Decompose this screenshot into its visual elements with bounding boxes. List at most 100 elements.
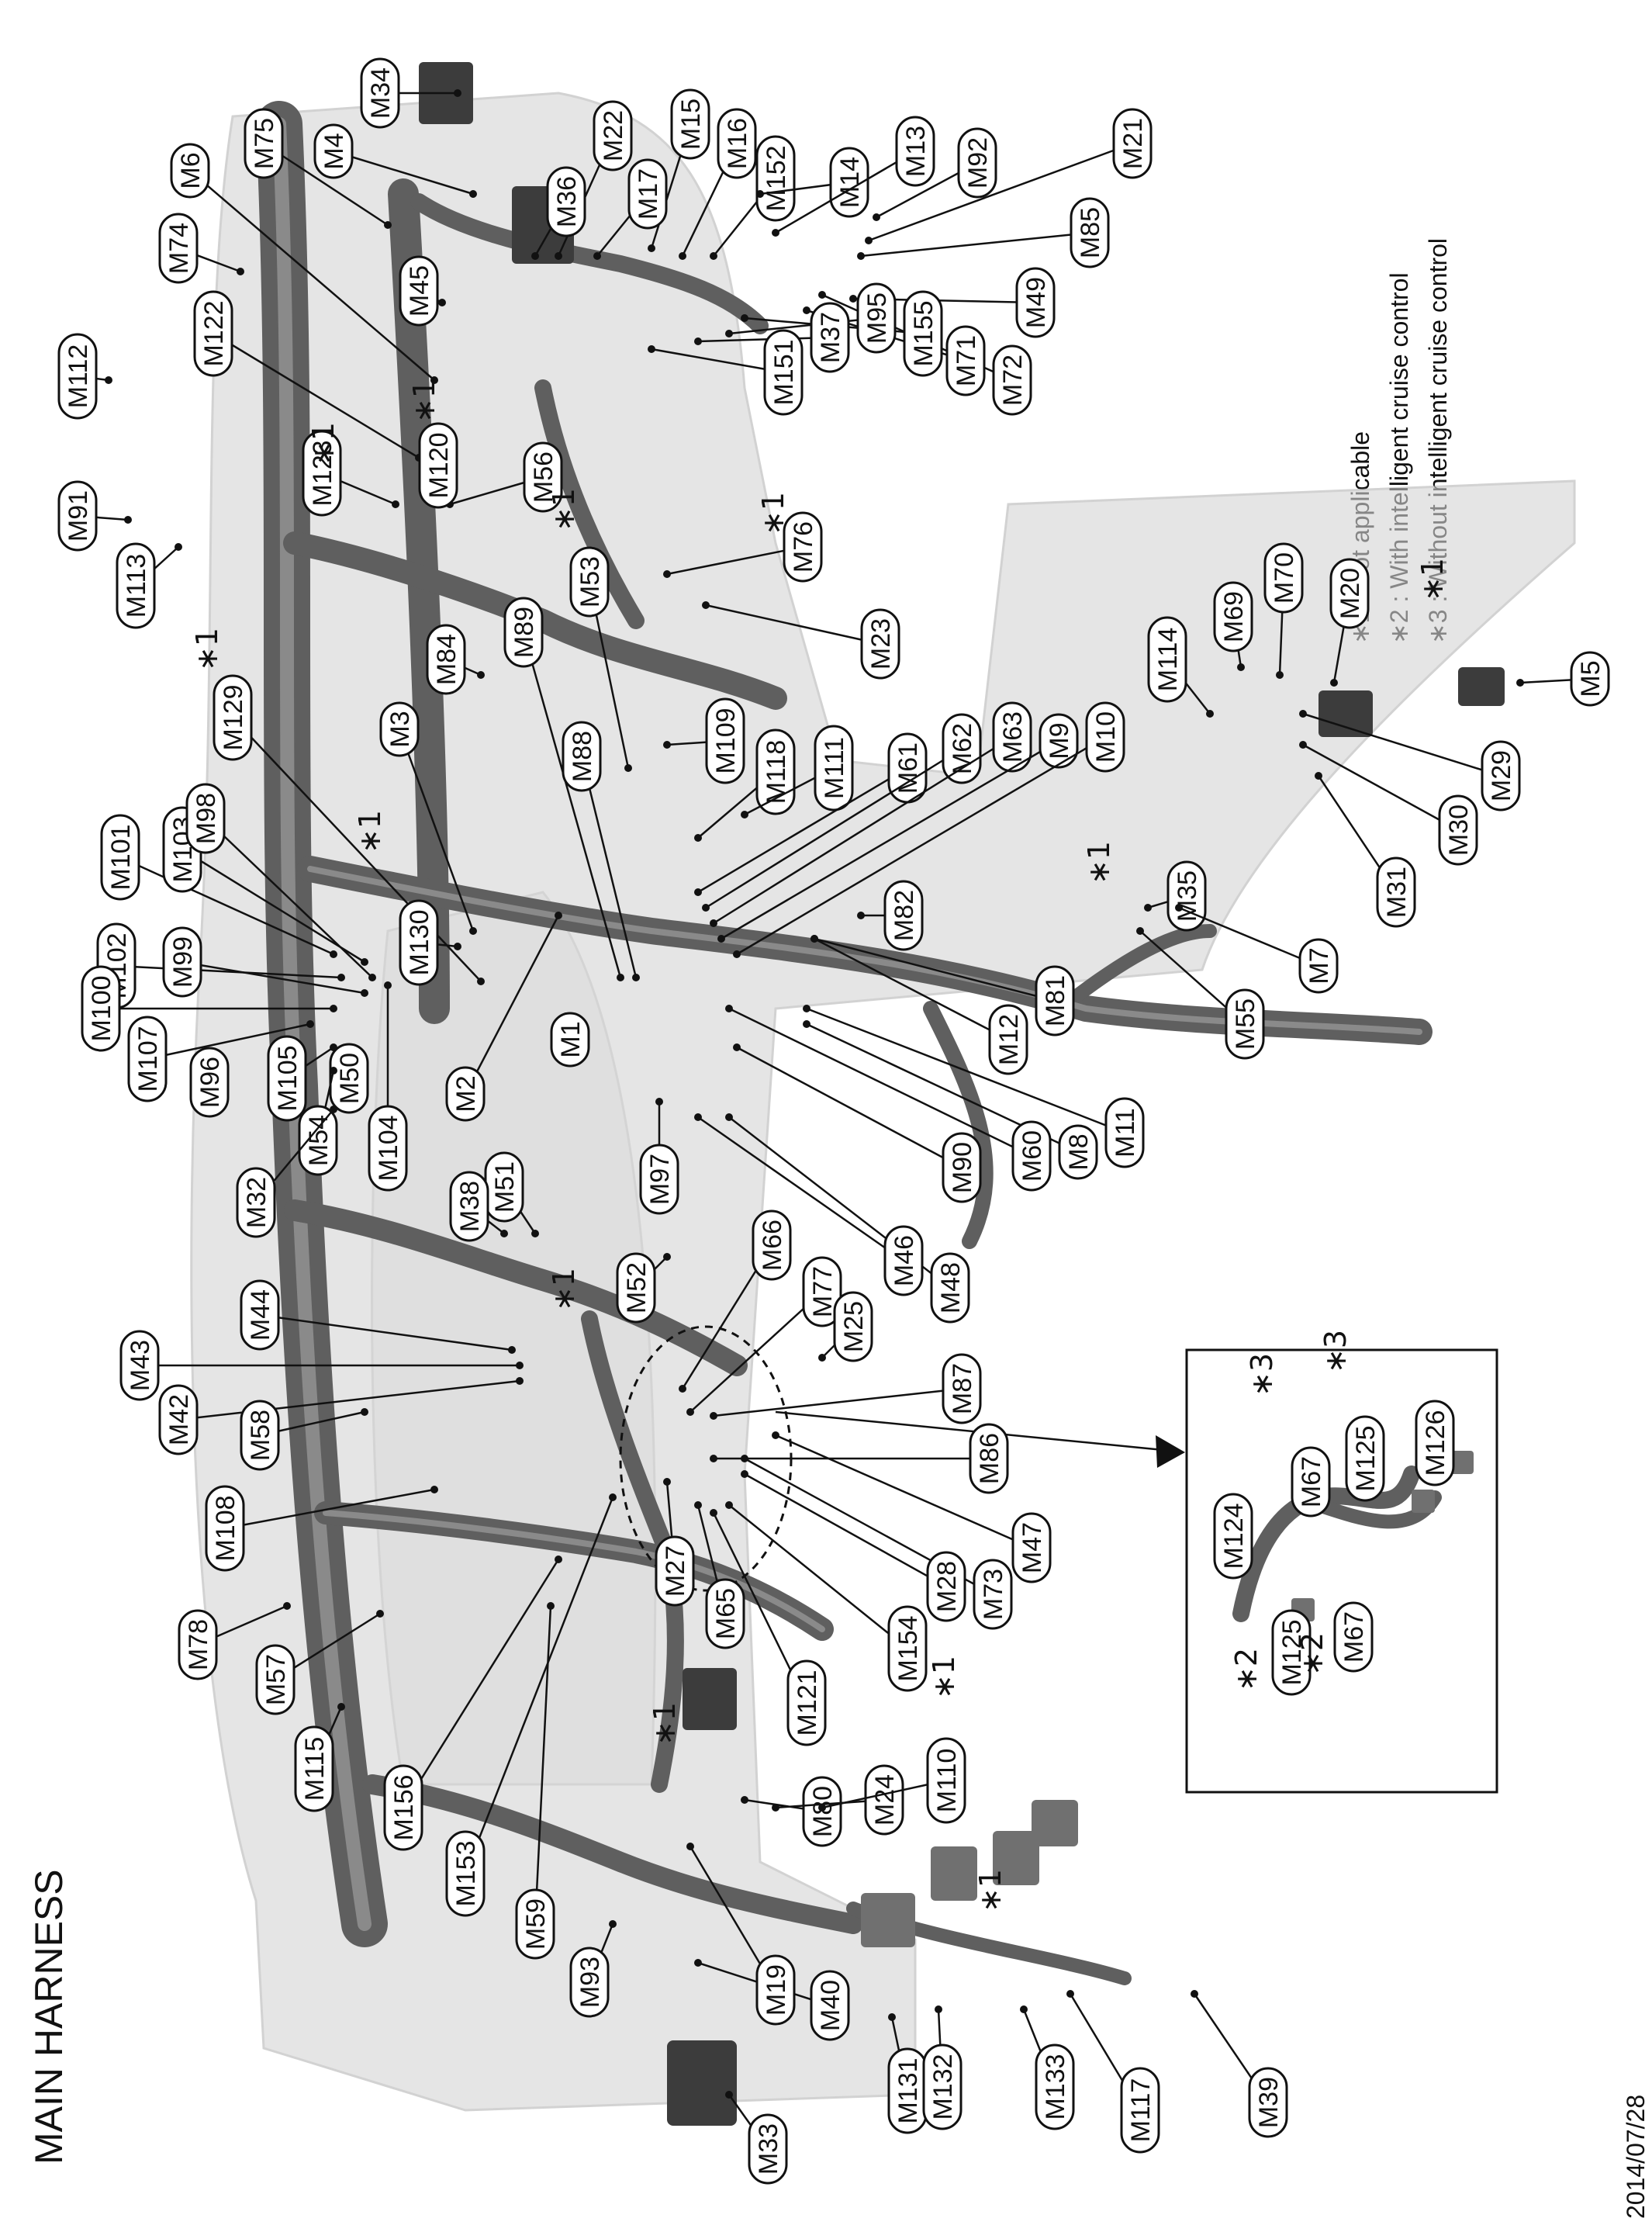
connector-label-text: M133 (1041, 2054, 1070, 2120)
connector-label-m131: M131 (887, 2047, 928, 2134)
inset-label-m125: M125 (1271, 1609, 1312, 1696)
leader-line (860, 231, 1090, 258)
connector-label-text: M30 (1444, 805, 1474, 856)
connector-label-m62: M62 (942, 713, 982, 784)
connector-label-m36: M36 (546, 166, 586, 237)
connector-label-text: M7 (1305, 947, 1334, 984)
leader-dot (710, 919, 717, 927)
asterisk-note-1: ∗1 (306, 422, 340, 465)
zoom-arrow-head (1156, 1435, 1185, 1468)
asterisk-note-1: ∗1 (973, 1869, 1007, 1912)
leader-dot (741, 811, 748, 818)
connector-label-m80: M80 (802, 1776, 842, 1847)
asterisk-marks: ∗1∗1∗1∗1∗1∗1∗1∗1∗1∗1∗1∗1 (190, 379, 1450, 1912)
connector-label-text: M97 (645, 1154, 675, 1205)
connector-label-m117: M117 (1120, 2067, 1160, 2154)
connector-label-text: M110 (932, 1749, 962, 1813)
connector-label-m32: M32 (236, 1167, 276, 1238)
connector-label-m28: M28 (926, 1551, 966, 1622)
connector-label-text: M8 (1064, 1133, 1094, 1170)
leader-line (775, 150, 916, 234)
connector-label-text: M63 (998, 711, 1028, 763)
leader-dot (663, 1478, 671, 1486)
inset-label-m125: M125 (1345, 1415, 1385, 1502)
connector-label-text: M109 (711, 708, 741, 773)
connector-label-text: M117 (1126, 2078, 1156, 2143)
connector-label-text: M58 (246, 1410, 275, 1461)
leader-line (728, 1007, 1032, 1158)
connector-label-text: M114 (1153, 628, 1183, 692)
leader-line (806, 1007, 1125, 1134)
connector-label-m39: M39 (1248, 2067, 1288, 2138)
connector-label-text: M39 (1254, 2077, 1284, 2128)
leader-dot (694, 1113, 702, 1121)
connector-label-text: M62 (948, 723, 977, 774)
leader-line (1302, 712, 1502, 777)
leader-dot (438, 299, 446, 306)
connector-label-m42: M42 (158, 1384, 199, 1455)
connector-label-text: M154 (893, 1615, 923, 1681)
connector-label-text: M24 (870, 1774, 900, 1825)
leader-dot (663, 1253, 671, 1261)
connector-label-m2: M2 (445, 1066, 486, 1122)
leader-line (713, 735, 1013, 925)
leader-dot (741, 1470, 748, 1478)
leader-line (651, 348, 784, 374)
leader-dot (124, 516, 132, 524)
leader-dot (733, 950, 741, 958)
leader-line (333, 150, 474, 196)
asterisk-note-1: ∗1 (547, 488, 581, 531)
connector-label-text: M40 (816, 1980, 845, 2031)
connector-label-text: M120 (424, 432, 454, 498)
leader-dot (710, 1509, 717, 1517)
connector-label-m154: M154 (887, 1605, 928, 1692)
connector-label-m46: M46 (883, 1225, 924, 1296)
leader-dot (648, 345, 655, 353)
asterisk-note-1: ∗1 (1082, 841, 1116, 884)
connector-label-text: M56 (529, 452, 558, 503)
leader-line (189, 170, 435, 381)
leader-dot (725, 2091, 733, 2099)
connector-label-text: M11 (1111, 1108, 1140, 1158)
leader-line (728, 317, 877, 335)
leader-line (402, 1559, 560, 1808)
connector-label-m58: M58 (240, 1400, 280, 1471)
leader-line (814, 937, 1009, 1041)
leader-dot (1299, 741, 1307, 749)
leader-dot (679, 1385, 686, 1393)
leader-dot (873, 213, 880, 221)
leader-line (534, 1605, 552, 1925)
leader-line (744, 1472, 947, 1588)
connector-label-m23: M23 (860, 608, 900, 680)
connector-label-m107: M107 (127, 1016, 168, 1102)
connector-label-text: M115 (300, 1737, 330, 1801)
leader-dot (1136, 927, 1144, 935)
connector-label-text: M51 (490, 1161, 520, 1213)
leader-line (181, 848, 365, 964)
connector-label-m19: M19 (755, 1954, 796, 2026)
svg-text:M126: M126 (1421, 1410, 1450, 1476)
connector-label-text: M71 (952, 335, 981, 386)
leader-dot (818, 1804, 826, 1812)
connector-label-text: M43 (126, 1340, 155, 1391)
connector-label-text: M129 (219, 684, 248, 750)
connector-label-text: M16 (723, 118, 752, 169)
leader-dot (430, 1486, 438, 1493)
connector-label-m7: M7 (1298, 938, 1339, 994)
connector-label-text: M1 (556, 1021, 586, 1057)
connector-label-m98: M98 (185, 783, 226, 854)
leader-dot (725, 1005, 733, 1012)
leader-dot (624, 764, 632, 772)
leader-dot (392, 500, 399, 508)
connector-label-m112: M112 (57, 333, 98, 420)
leader-dot (810, 935, 818, 943)
connector-label-text: M118 (762, 740, 791, 805)
connector-label-text: M77 (808, 1266, 838, 1317)
connector-label-text: M5 (1576, 660, 1605, 697)
inset-asterisk: ∗3 (1245, 1353, 1279, 1396)
leader-line (464, 915, 560, 1095)
leader-line (705, 747, 963, 909)
connector-label-text: M22 (599, 110, 628, 161)
connector-label-m17: M17 (627, 158, 668, 230)
connector-label-m152: M152 (755, 135, 796, 222)
